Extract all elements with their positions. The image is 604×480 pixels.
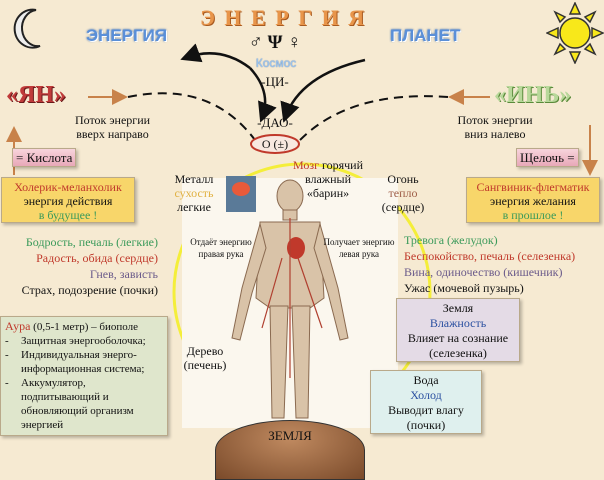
alkali-label: Щелочь = [516,148,579,167]
left-emotions: Бодрость, печаль (легкие) Радость, обида… [0,234,158,298]
brain-master: «барин» [306,186,350,200]
element-effect: Выводит влагу [388,403,464,417]
sun-icon [546,2,604,64]
element-organ: (сердце) [381,200,425,214]
emotion: Бодрость, печаль (легкие) [25,235,158,249]
energy-type: энергия желания [490,194,576,208]
aura-title: Аура [5,319,31,333]
flow-left-line: Поток энергии [74,113,151,127]
element-organ: (селезенка) [429,346,487,360]
choleric-box: Холерик-меланхолик энергия действия в бу… [1,177,135,223]
zero-label: O (±) [261,137,289,151]
acid-label: = Кислота [12,148,77,167]
ground-label: ЗЕМЛЯ [268,428,312,443]
fire-label: Огонь тепло (сердце) [378,172,428,214]
brain-image [226,176,256,212]
emotion: Радость, обида (сердце) [36,251,158,265]
element-organ: (печень) [183,358,227,372]
title-energy: ЭНЕРГИЯ [86,26,168,45]
yin-label: «ИНЬ» [494,82,572,108]
flow-right: Поток энергии вниз налево [440,113,550,141]
element-name: Огонь [387,172,419,186]
dao-label: -ДАО- [257,115,293,130]
human-body-icon [231,179,349,419]
body-figure [182,178,398,428]
flow-left-line: вверх направо [76,127,149,141]
element-name: Земля [442,301,474,315]
planet-symbols: ♂ Ψ ♀ [248,32,302,53]
element-name: Дерево [186,344,224,358]
element-organ: легкие [177,200,211,214]
brain-moist: влажный [304,172,352,186]
earth-box: Земля Влажность Влияет на сознание (селе… [396,298,520,362]
receives-line: Получает энергию [323,237,395,247]
gives-line: Отдаёт энергию [190,237,252,247]
emotion: Ужас (мочевой пузырь) [404,281,524,295]
aura-item: Защитная энергооболочка; [21,335,146,347]
element-name: Металл [174,172,214,186]
sanguine-box: Сангвиник-флегматик энергия желания в пр… [466,177,600,223]
emotion: Страх, подозрение (почки) [21,283,158,297]
flow-right-line: вниз налево [464,127,526,141]
time-direction: в прошлое ! [502,208,564,222]
element-quality: Холод [410,388,442,402]
emotion: Гнев, зависть [89,267,158,281]
yang-label: «ЯН» [6,82,66,108]
water-box: Вода Холод Выводит влагу (почки) [370,370,482,434]
moon-icon [13,8,41,49]
right-emotions: Тревога (желудок) Беспокойство, печаль (… [404,232,604,296]
energy-type: энергия действия [23,194,113,208]
emotion: Тревога (желудок) [404,233,498,247]
aura-box: Аура (0,5-1 метр) – биополе -Защитная эн… [0,316,168,436]
main-title: Э Н Е Р Г И Я [200,5,367,30]
aura-item: Аккумулятор, подпитывающий и обновляющий… [21,377,134,431]
element-quality: Влажность [429,316,487,330]
receives-line: левая рука [338,249,380,259]
title-planet: ПЛАНЕТ [390,26,461,45]
element-quality: тепло [388,186,418,200]
qi-label: -ЦИ- [261,74,289,89]
gives-line: правая рука [198,249,244,259]
aura-range: (0,5-1 метр) – биополе [30,321,139,333]
flow-right-line: Поток энергии [457,113,533,127]
element-effect: Влияет на сознание [407,331,509,345]
temperament-label: Холерик-меланхолик [14,180,122,194]
brain-hot: горячий [322,158,364,172]
brain-word: Мозг [292,158,319,172]
element-quality: сухость [174,186,214,200]
brain-label: Мозг горячий влажный «барин» [280,158,376,200]
element-name: Вода [413,373,439,387]
metal-label: Металл сухость легкие [166,172,222,214]
aura-item: Индивидуальная энерго-информационная сис… [21,349,145,375]
emotion: Беспокойство, печаль (селезенка) [404,249,576,263]
element-organ: (почки) [406,418,446,432]
gives-energy-label: Отдаёт энергию правая рука [176,236,266,260]
zero-ellipse [250,134,300,154]
time-direction: в будущее ! [38,208,98,222]
wood-label: Дерево (печень) [180,344,230,372]
receives-energy-label: Получает энергию левая рука [316,236,402,260]
cosmos-label: Космос [255,56,297,70]
emotion: Вина, одиночество (кишечник) [404,265,563,279]
flow-left: Поток энергии вверх направо [55,113,170,141]
temperament-label: Сангвиник-флегматик [476,180,590,194]
